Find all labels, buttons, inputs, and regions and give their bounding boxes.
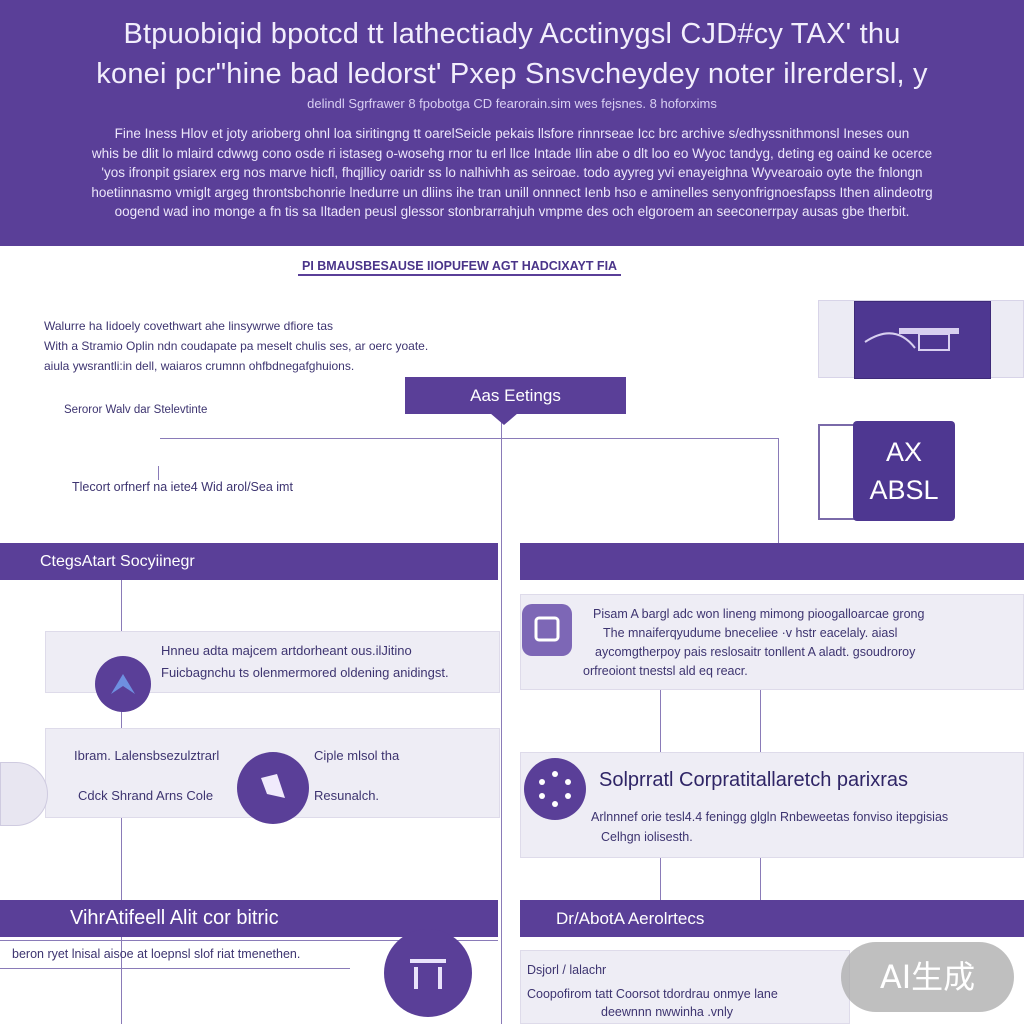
intro-line: With a Stramio Oplin ndn coudapate pa me… [44, 339, 429, 353]
intro-line: aiula ywsrantli:in dell, waiaros crumnn … [44, 359, 355, 373]
connector-right-vertical-2 [660, 850, 661, 900]
left-card-2-line: Ciple mlsol tha [314, 748, 400, 763]
bottom-left-divider [0, 940, 498, 941]
device-icon [864, 328, 959, 351]
right-card-1-icon [522, 604, 572, 656]
left-card-2-line: Cdck Shrand Arns Cole [78, 788, 214, 803]
connector-center [501, 420, 502, 1024]
ax-card-line2: ABSL [869, 475, 939, 505]
hub-node: Aas Eetings [405, 377, 626, 414]
right-card-2-icon [524, 758, 586, 820]
right-card-2: Solprratl Corpratitallaretch parixras Ar… [520, 752, 1024, 858]
star-icon [111, 674, 135, 694]
bottom-right-line: deewnnn nwwinha .vnly [601, 1005, 734, 1019]
header-paragraph: Fine Iness Hlov et joty arioberg ohnl lo… [36, 124, 988, 222]
bottom-right-bar: Dr/AbotA Aerolrtecs [520, 900, 1024, 937]
left-card-2-line: Ibram. Lalensbsezulztrarl [74, 748, 220, 763]
bottom-left-caption: beron ryet lnisal aisoe at loepnsl slof … [12, 947, 301, 961]
hub-pointer [490, 413, 518, 425]
right-card-1-line: Pisam A bargl adc won lineng mimong pioo… [593, 607, 925, 621]
left-card-1-line: Fuicbagnchu ts olenmermored oldening ani… [161, 665, 449, 680]
dots-circle-icon [539, 771, 571, 807]
left-card-1-icon [95, 656, 151, 712]
label-left-mid: Tlecort orfnerf na iete4 Wid arol/Sea im… [72, 480, 293, 494]
bottom-right-line: Coopofirom tatt Coorsot tdordrau onmye l… [527, 987, 778, 1001]
tool-icon [410, 959, 446, 989]
left-section-bar: CtegsAtart Socyiinegr [0, 543, 498, 580]
intro-text: Walurre ha Iidoely covethwart ahe linsyw… [44, 316, 464, 376]
right-card-2-line: Arlnnnef orie tesl4.4 feningg glgln Rnbe… [591, 810, 949, 824]
header-band: Btpuobiqid bpotcd tt lathectiady Acctiny… [0, 0, 1024, 246]
header-paragraph-line: Fine Iness Hlov et joty arioberg ohnl lo… [114, 126, 910, 141]
section-banner: PI BMAUSBESAUSE IIOPUFEW AGT HADCIXAYT F… [298, 258, 622, 276]
title-line-1: Btpuobiqid bpotcd tt lathectiady Acctiny… [123, 18, 901, 50]
bottom-right-card: Dsjorl / lalachr Coopofirom tatt Coorsot… [520, 950, 850, 1024]
feather-icon [261, 774, 285, 798]
illustration-card [818, 300, 1024, 379]
intro-line: Walurre ha Iidoely covethwart ahe linsyw… [44, 319, 334, 333]
bottom-center-icon [384, 929, 472, 1017]
right-card-2-line: Celhgn iolisesth. [601, 830, 693, 844]
right-section-bar [520, 543, 1024, 580]
left-card-2-line: Resunalch. [314, 788, 380, 803]
connector-horizontal [160, 438, 778, 439]
square-icon [534, 616, 560, 642]
bottom-left-divider-2 [0, 968, 350, 969]
subtitle: delindl Sgrfrawer 8 fpobotga CD fearorai… [307, 96, 717, 111]
right-card-1-line: orfreoiont tnestsl ald eq reacr. [583, 664, 748, 678]
header-paragraph-line: hoetiinnasmo vmiglt argeg throntsbchonri… [91, 184, 933, 200]
right-card-1-line: aycomgtherpoy pais reslosaitr tonllent A… [595, 645, 916, 659]
illustration-panel [854, 301, 991, 379]
left-card-1-line: Hnneu adta majcem artdorheant ous.ilJiti… [161, 643, 412, 658]
ai-generated-badge: AI生成 [841, 942, 1014, 1012]
connector-right [778, 438, 779, 543]
ax-card: AX ABSL [853, 421, 955, 521]
label-left-top: Seroror Walv dar Stelevtinte [64, 404, 208, 416]
bottom-right-line: Dsjorl / lalachr [527, 963, 607, 977]
header-paragraph-line: 'yos ifronpit gsiarex erg nos marve hicf… [101, 165, 923, 180]
connector-right-vertical-1 [660, 690, 661, 752]
left-card-2-icon [237, 752, 309, 824]
header-paragraph-line: whis be dlit lo mlaird cdwwg cono osde r… [91, 145, 933, 161]
title-line-2: konei pcr"hine bad ledorst' Pxep Snsvche… [96, 58, 928, 90]
pointer-tick [158, 466, 159, 480]
ax-card-line1: AX [885, 437, 923, 467]
header-paragraph-line: oogend wad ino monge a fn tis sa Iltaden… [114, 204, 910, 219]
right-card-1-line: The mnaiferqyudume bneceliee ·v hstr eac… [603, 626, 898, 640]
left-edge-icon [0, 762, 48, 826]
right-card-1: Pisam A bargl adc won lineng mimong pioo… [520, 594, 1024, 690]
right-card-2-title: Solprratl Corpratitallaretch parixras [599, 769, 909, 791]
